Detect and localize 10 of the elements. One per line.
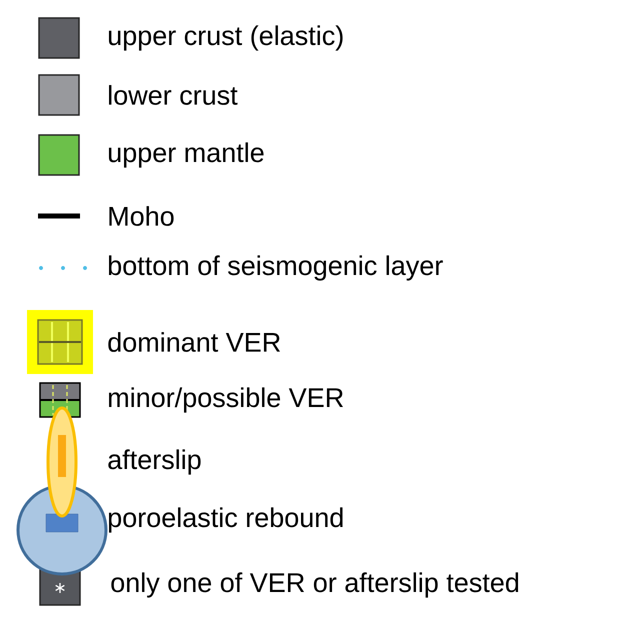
legend-label: afterslip bbox=[108, 449, 201, 475]
legend-label: dominant VER bbox=[108, 332, 280, 352]
legend-label: lower crust bbox=[109, 85, 238, 105]
legend-label: Moho bbox=[109, 206, 174, 226]
legend-label: upper mantle bbox=[108, 142, 264, 168]
legend-label: minor/possible VER bbox=[109, 387, 343, 413]
legend-label: bottom of seismogenic layer bbox=[108, 255, 443, 281]
legend-label: only one of VER or afterslip tested bbox=[111, 572, 518, 598]
legend-label: upper crust (elastic) bbox=[108, 25, 343, 51]
legend-label: poroelastic rebound bbox=[108, 507, 343, 533]
